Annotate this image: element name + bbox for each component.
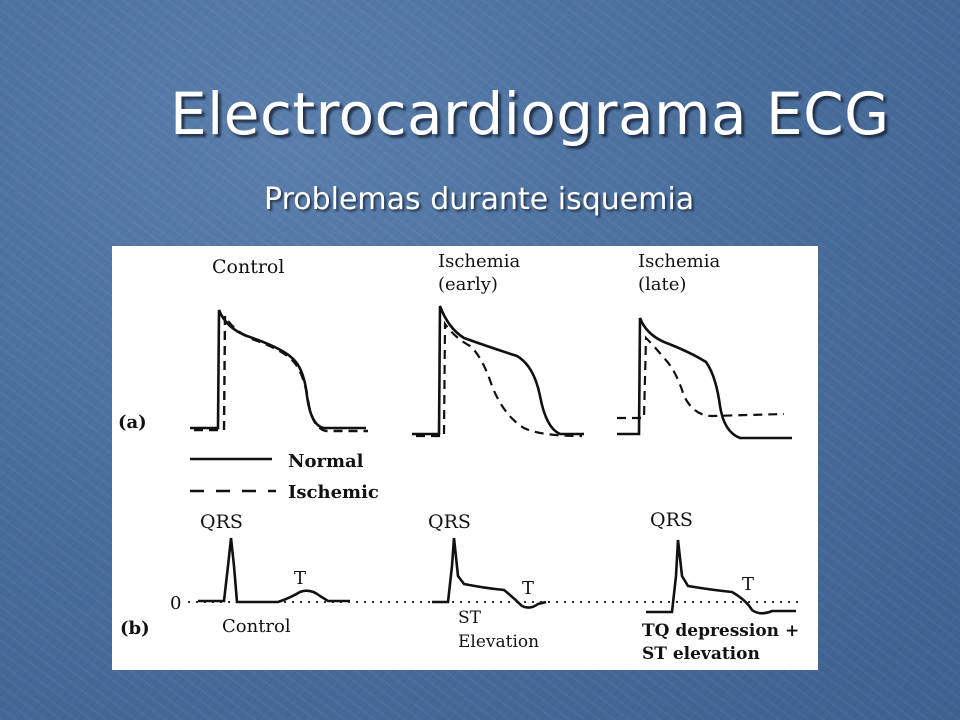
panel-a-label: (a) — [118, 412, 147, 433]
qrs-label-late: QRS — [650, 509, 693, 531]
ecg-diagram: Control Ischemia (early) Ischemia (late)… — [118, 251, 802, 664]
column-label-ischemia-early: Ischemia — [438, 251, 520, 272]
ap-late-ischemic — [617, 335, 785, 420]
zero-baseline-label: 0 — [170, 593, 181, 614]
caption-st-elevation: ST elevation — [642, 644, 760, 664]
slide-subtitle: Problemas durante isquemia — [264, 182, 695, 217]
caption-control: Control — [222, 616, 291, 637]
ecg-early-trace — [432, 537, 547, 609]
caption-elevation: Elevation — [458, 632, 539, 652]
t-label-control: T — [294, 568, 306, 589]
ecg-late-trace — [646, 539, 796, 615]
qrs-label-control: QRS — [200, 511, 243, 533]
ecg-figure: Control Ischemia (early) Ischemia (late)… — [112, 246, 818, 670]
caption-tq-depression: TQ depression + — [642, 621, 799, 641]
t-label-early: T — [522, 578, 534, 599]
qrs-label-early: QRS — [428, 511, 471, 533]
slide-title: Electrocardiograma ECG — [170, 80, 890, 148]
ap-early-ischemic — [416, 320, 583, 438]
column-label-ischemia-late: Ischemia — [638, 251, 720, 272]
legend-ischemic-label: Ischemic — [288, 482, 379, 503]
ap-control-ischemic — [194, 315, 368, 433]
ap-control-normal — [190, 309, 366, 430]
column-label-control: Control — [212, 256, 284, 278]
column-label-early: (early) — [438, 274, 498, 295]
ecg-control-trace — [198, 537, 350, 604]
ap-early-normal — [412, 305, 584, 436]
column-label-late: (late) — [638, 274, 686, 295]
legend-normal-label: Normal — [288, 451, 364, 472]
panel-b-label: (b) — [120, 618, 150, 639]
caption-st: ST — [458, 608, 482, 628]
ap-late-normal — [617, 317, 792, 440]
t-label-late: T — [742, 574, 754, 595]
